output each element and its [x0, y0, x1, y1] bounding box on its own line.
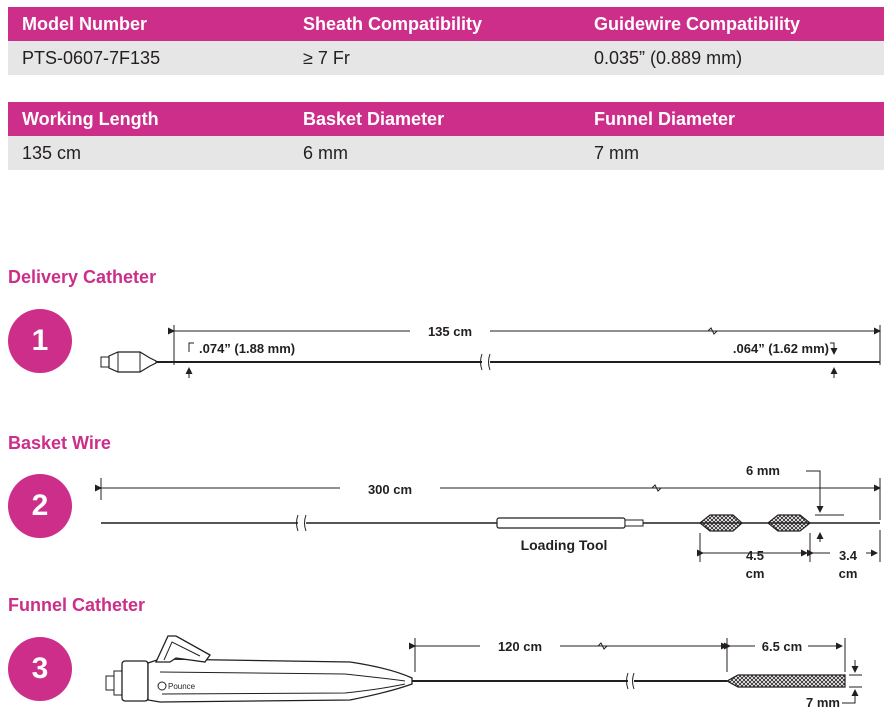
value-basket-diameter: 6 mm: [303, 142, 348, 163]
break-symbol: [296, 514, 307, 532]
spec-value-row: 135 cm 6 mm 7 mm: [8, 136, 884, 170]
header-basket-diameter: Basket Diameter: [303, 108, 445, 129]
loading-tool: [496, 517, 644, 529]
section-title-basket-wire: Basket Wire: [8, 433, 111, 453]
basket-wire-drawing: Loading Tool 300 cm 6 mm 4.5 cm 3.4 cm: [95, 463, 881, 581]
funnel-length-label: 6.5 cm: [762, 639, 802, 654]
delivery-length-label: 135 cm: [428, 324, 472, 339]
spec-value-row: PTS-0607-7F135 ≥ 7 Fr 0.035” (0.889 mm): [8, 41, 884, 75]
header-guidewire-compatibility: Guidewire Compatibility: [594, 13, 801, 34]
pounce-logo-icon: [157, 681, 167, 691]
spec-table-1: Model Number Sheath Compatibility Guidew…: [8, 7, 884, 75]
header-funnel-diameter: Funnel Diameter: [594, 108, 736, 129]
section-title-delivery-catheter: Delivery Catheter: [8, 267, 157, 287]
header-working-length: Working Length: [22, 108, 159, 129]
value-sheath-compatibility: ≥ 7 Fr: [303, 47, 350, 68]
basket-span-value: 4.5: [746, 548, 764, 563]
funnel-catheter-drawing: Pounce 120 cm 6.5 cm 7 mm: [105, 635, 862, 710]
header-sheath-compatibility: Sheath Compatibility: [303, 13, 483, 34]
catheter-hub: [100, 351, 157, 373]
basket-diameter-label: 6 mm: [746, 463, 780, 478]
basket-span-unit: cm: [746, 566, 765, 581]
value-working-length: 135 cm: [22, 142, 82, 163]
value-guidewire-compatibility: 0.035” (0.889 mm): [594, 47, 743, 68]
funnel-shaft-length-label: 120 cm: [498, 639, 542, 654]
funnel-tip: [725, 674, 846, 688]
basket-wire-length-label: 300 cm: [368, 482, 412, 497]
delivery-catheter-drawing: 135 cm .074” (1.88 mm) .064” (1.62 mm): [100, 324, 881, 378]
distal-od-label: .064” (1.62 mm): [733, 341, 829, 356]
tip-length-value: 3.4: [839, 548, 858, 563]
step-number-3: 3: [8, 637, 72, 701]
spec-table-2: Working Length Basket Diameter Funnel Di…: [8, 102, 884, 170]
value-model-number: PTS-0607-7F135: [22, 47, 161, 68]
section-title-funnel-catheter: Funnel Catheter: [8, 595, 146, 615]
basket-2: [767, 514, 811, 532]
funnel-handle: Pounce: [105, 635, 413, 703]
funnel-diameter-label: 7 mm: [806, 695, 840, 710]
tip-length-unit: cm: [839, 566, 858, 581]
break-symbol: [480, 353, 491, 371]
basket-1: [699, 514, 743, 532]
spec-header-row: Working Length Basket Diameter Funnel Di…: [8, 102, 884, 136]
proximal-od-label: .074” (1.88 mm): [199, 341, 295, 356]
break-symbol: [626, 672, 635, 690]
header-model-number: Model Number: [22, 13, 148, 34]
step-number-1: 1: [8, 309, 72, 373]
loading-tool-label: Loading Tool: [521, 537, 608, 553]
handle-logo-text: Pounce: [168, 682, 196, 691]
step-number-2: 2: [8, 474, 72, 538]
value-funnel-diameter: 7 mm: [594, 142, 639, 163]
spec-header-row: Model Number Sheath Compatibility Guidew…: [8, 7, 884, 41]
